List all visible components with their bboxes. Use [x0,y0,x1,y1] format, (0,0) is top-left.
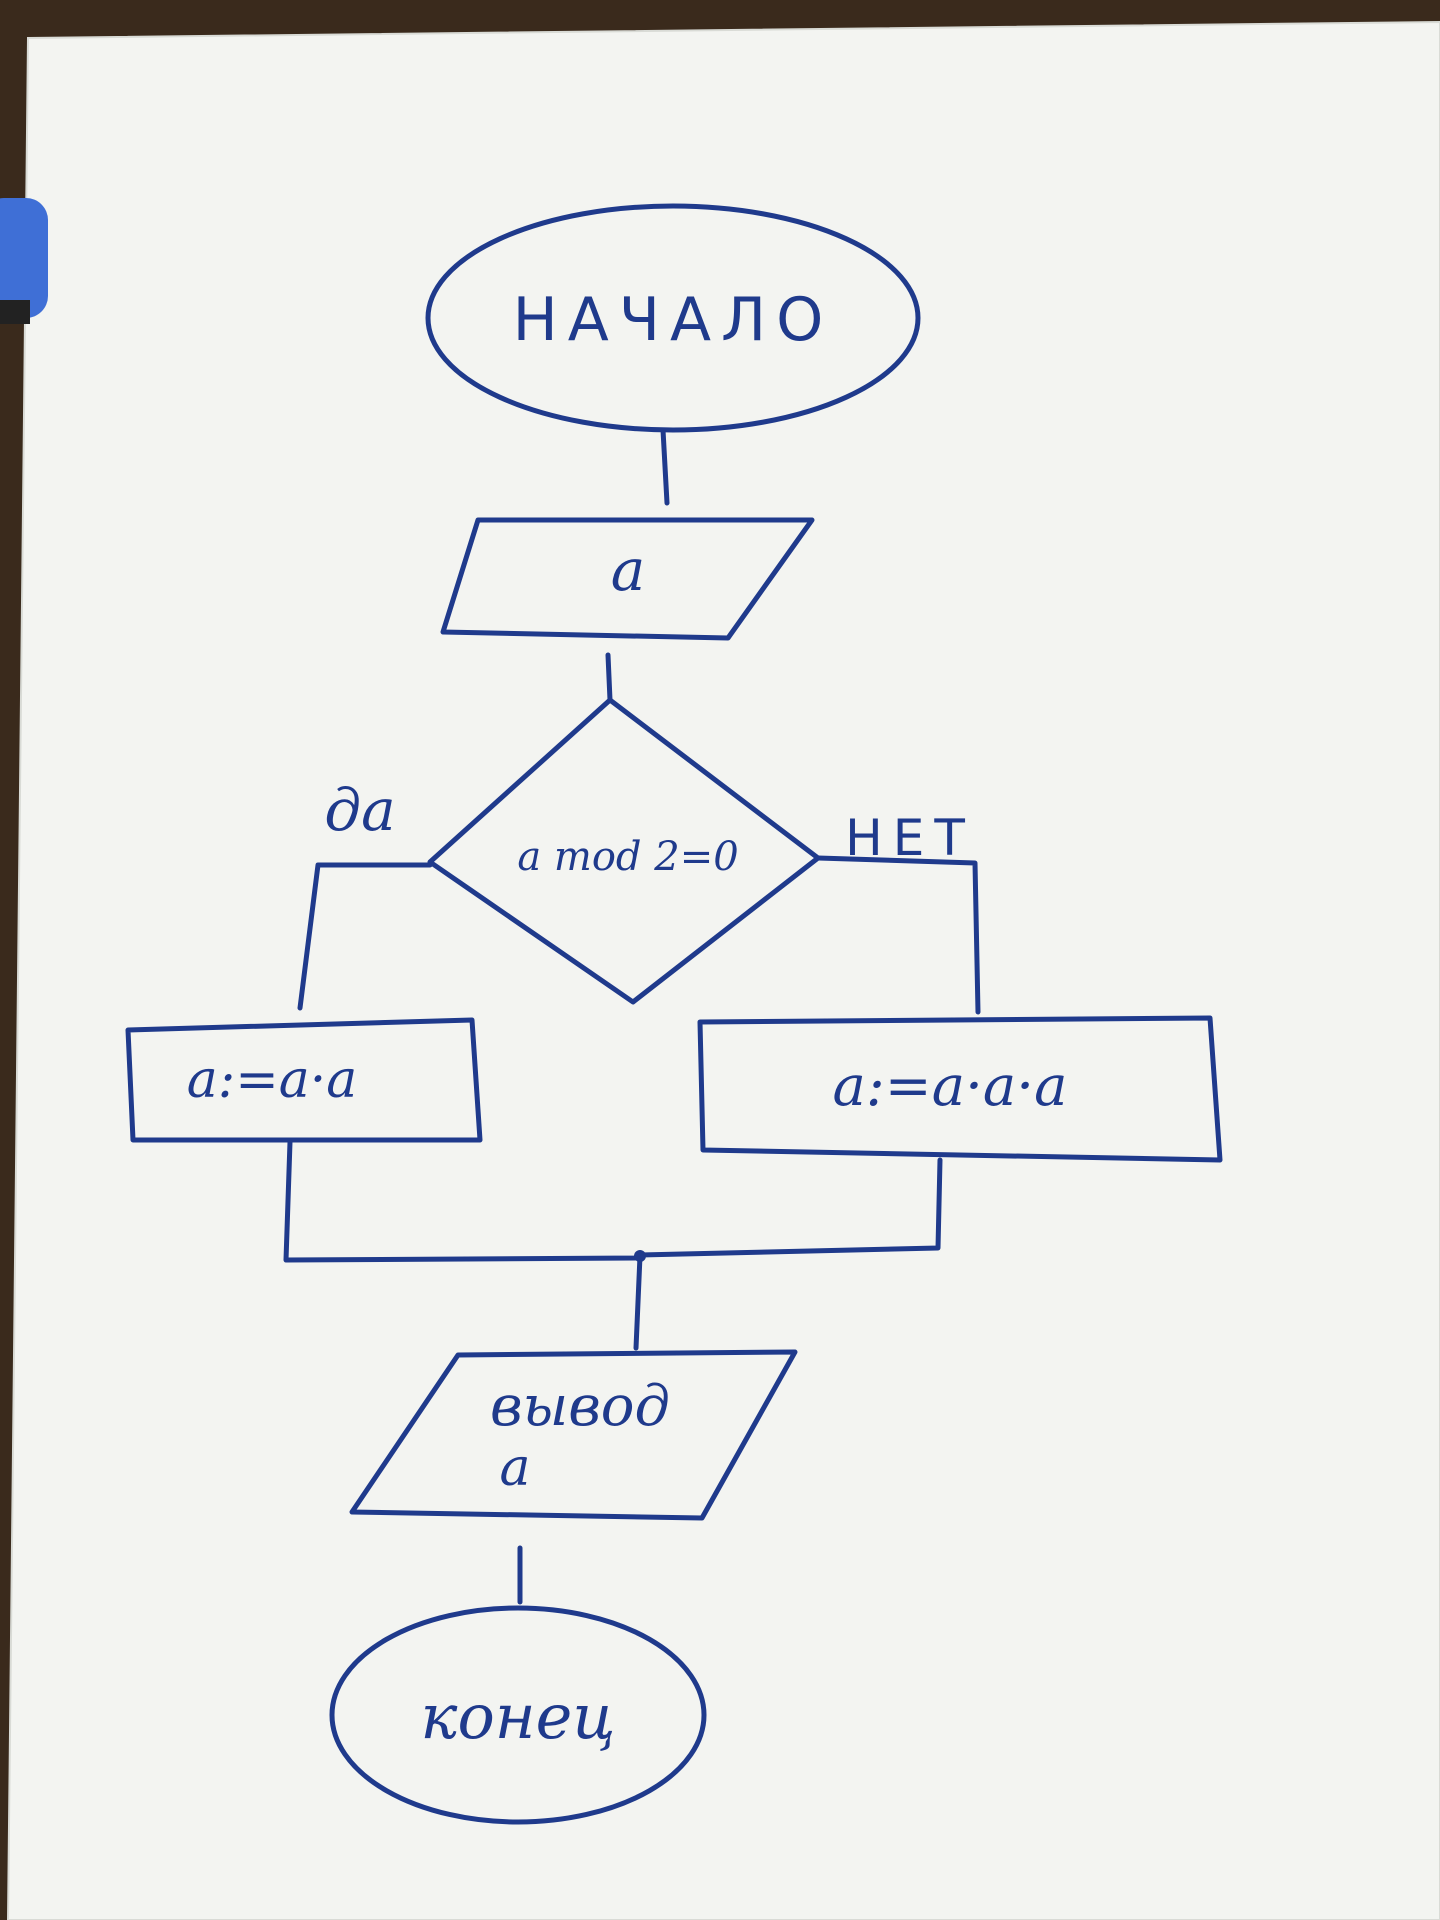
output-line1: вывод [490,1374,670,1439]
clip-icon [0,198,48,318]
yes-action-label: a:=a·a [187,1050,358,1110]
end-terminator [329,1605,707,1825]
start-terminator [425,203,921,433]
merge-junction [634,1250,646,1262]
clip-shadow [0,300,30,324]
connector-input-decision [605,652,613,703]
paper-sheet [6,20,1440,1920]
connector-yes-branch [297,862,433,1011]
no-action-block [697,1015,1223,1163]
output-line2: a [499,1438,530,1498]
start-label: НАЧАЛО [513,285,834,355]
yes-label: да [324,776,395,844]
connector-merge-output [633,1253,643,1351]
yes-action-block [125,1017,483,1143]
end-label: конец [420,1680,615,1753]
decision-diamond [427,697,821,1005]
connector-start-input [660,427,670,506]
input-block [440,517,815,641]
output-block [349,1349,798,1521]
input-label: a [611,536,646,604]
condition-label: a mod 2=0 [517,834,738,880]
no-action-label: a:=a·a·a [833,1054,1068,1119]
connector-no-branch [815,855,981,1015]
